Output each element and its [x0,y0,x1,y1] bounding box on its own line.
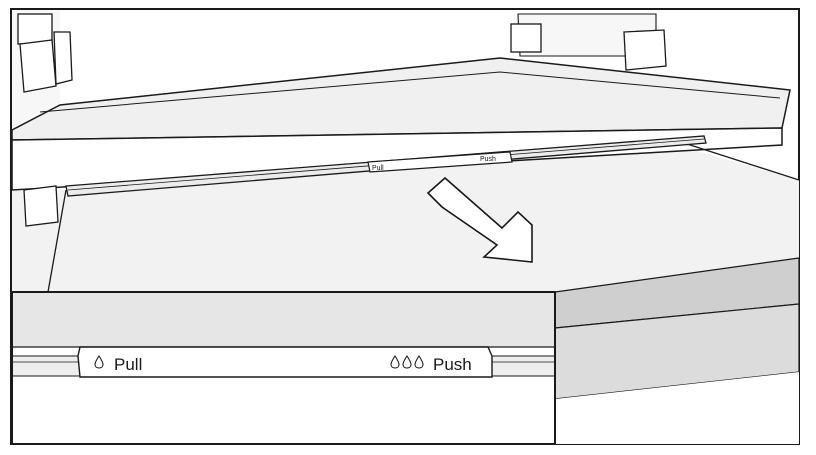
pull-label: Pull [114,355,143,374]
inset-shelf-face [13,293,554,347]
slider-control-small[interactable]: Pull Push [367,151,513,173]
left-bracket [17,13,73,93]
single-drop-icon [94,355,104,372]
triple-drop-icon [390,355,424,372]
right-bracket [510,13,667,71]
shelf-support-left [23,185,59,227]
slider-control-large[interactable] [77,346,493,378]
slider-pull-group[interactable]: Pull [94,355,142,375]
wall-line-left [47,189,67,293]
shelf-glass-edge [39,71,781,113]
drawer-panel [554,257,800,444]
slider-push-group[interactable]: Push [390,355,472,375]
small-push-text: Push [480,156,496,163]
push-label: Push [433,355,472,374]
small-pull-text: Pull [372,165,384,172]
wall-line-right [683,142,800,181]
compartment-floor [12,135,799,292]
detail-inset [11,291,556,445]
pull-direction-arrow [426,176,533,263]
